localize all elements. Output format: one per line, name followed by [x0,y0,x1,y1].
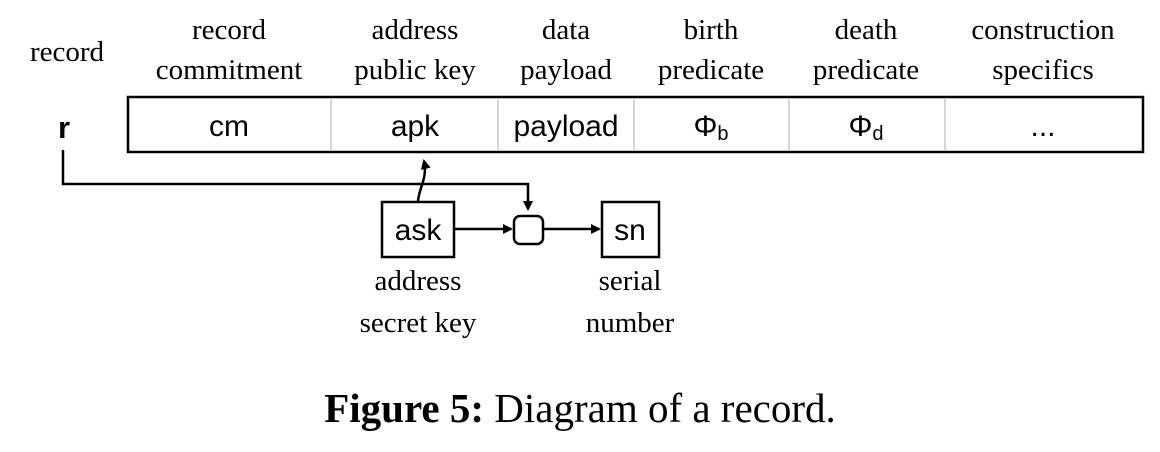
phi-b-subscript: b [717,123,728,145]
header-address-public-key-line2: public key [354,54,476,86]
phi-d-base: Φ [848,110,872,143]
hash-function-box [512,214,545,246]
cell-payload: payload [513,110,618,143]
ask-box [380,200,456,259]
ask-to-apk-arrow [416,159,431,203]
sn-box [600,200,661,259]
header-construction-specifics-line2: specifics [992,54,1093,86]
header-death-predicate-line2: predicate [813,54,919,86]
cell-construction-specifics: ... [1030,110,1055,143]
header-death-predicate-line1: death [835,14,898,46]
header-construction-specifics-line1: construction [971,14,1115,46]
cell-cm: cm [209,110,249,143]
header-address-public-key-line1: address [372,14,459,46]
phi-d-subscript: d [872,123,883,145]
sn-box-label: sn [614,214,646,247]
cell-phi-d: Φd [848,110,883,145]
cell-apk: apk [391,110,440,143]
ask-desc-line1: address [375,265,462,297]
phi-b-base: Φ [693,110,717,143]
figure-caption-text: Diagram of a record. [494,385,836,431]
cell-phi-b: Φb [693,110,728,145]
ask-desc-line2: secret key [360,307,477,339]
figure-caption: Figure 5: Diagram of a record. [0,384,1160,432]
record-label: record [30,36,105,68]
sn-desc-line2: number [586,307,675,339]
ask-box-label: ask [395,214,443,247]
header-data-payload-line2: payload [520,54,612,86]
header-record-commitment-line2: commitment [156,54,303,86]
header-birth-predicate-line2: predicate [658,54,764,86]
sn-desc-line1: serial [599,265,662,297]
figure-caption-prefix: Figure 5: [324,385,485,431]
record-to-hash-arrow [61,150,533,211]
header-record-commitment-line1: record [192,14,267,46]
header-data-payload-line1: data [542,14,590,46]
record-bar [126,95,1145,154]
header-birth-predicate-line1: birth [684,14,739,46]
record-symbol: r [58,110,70,145]
